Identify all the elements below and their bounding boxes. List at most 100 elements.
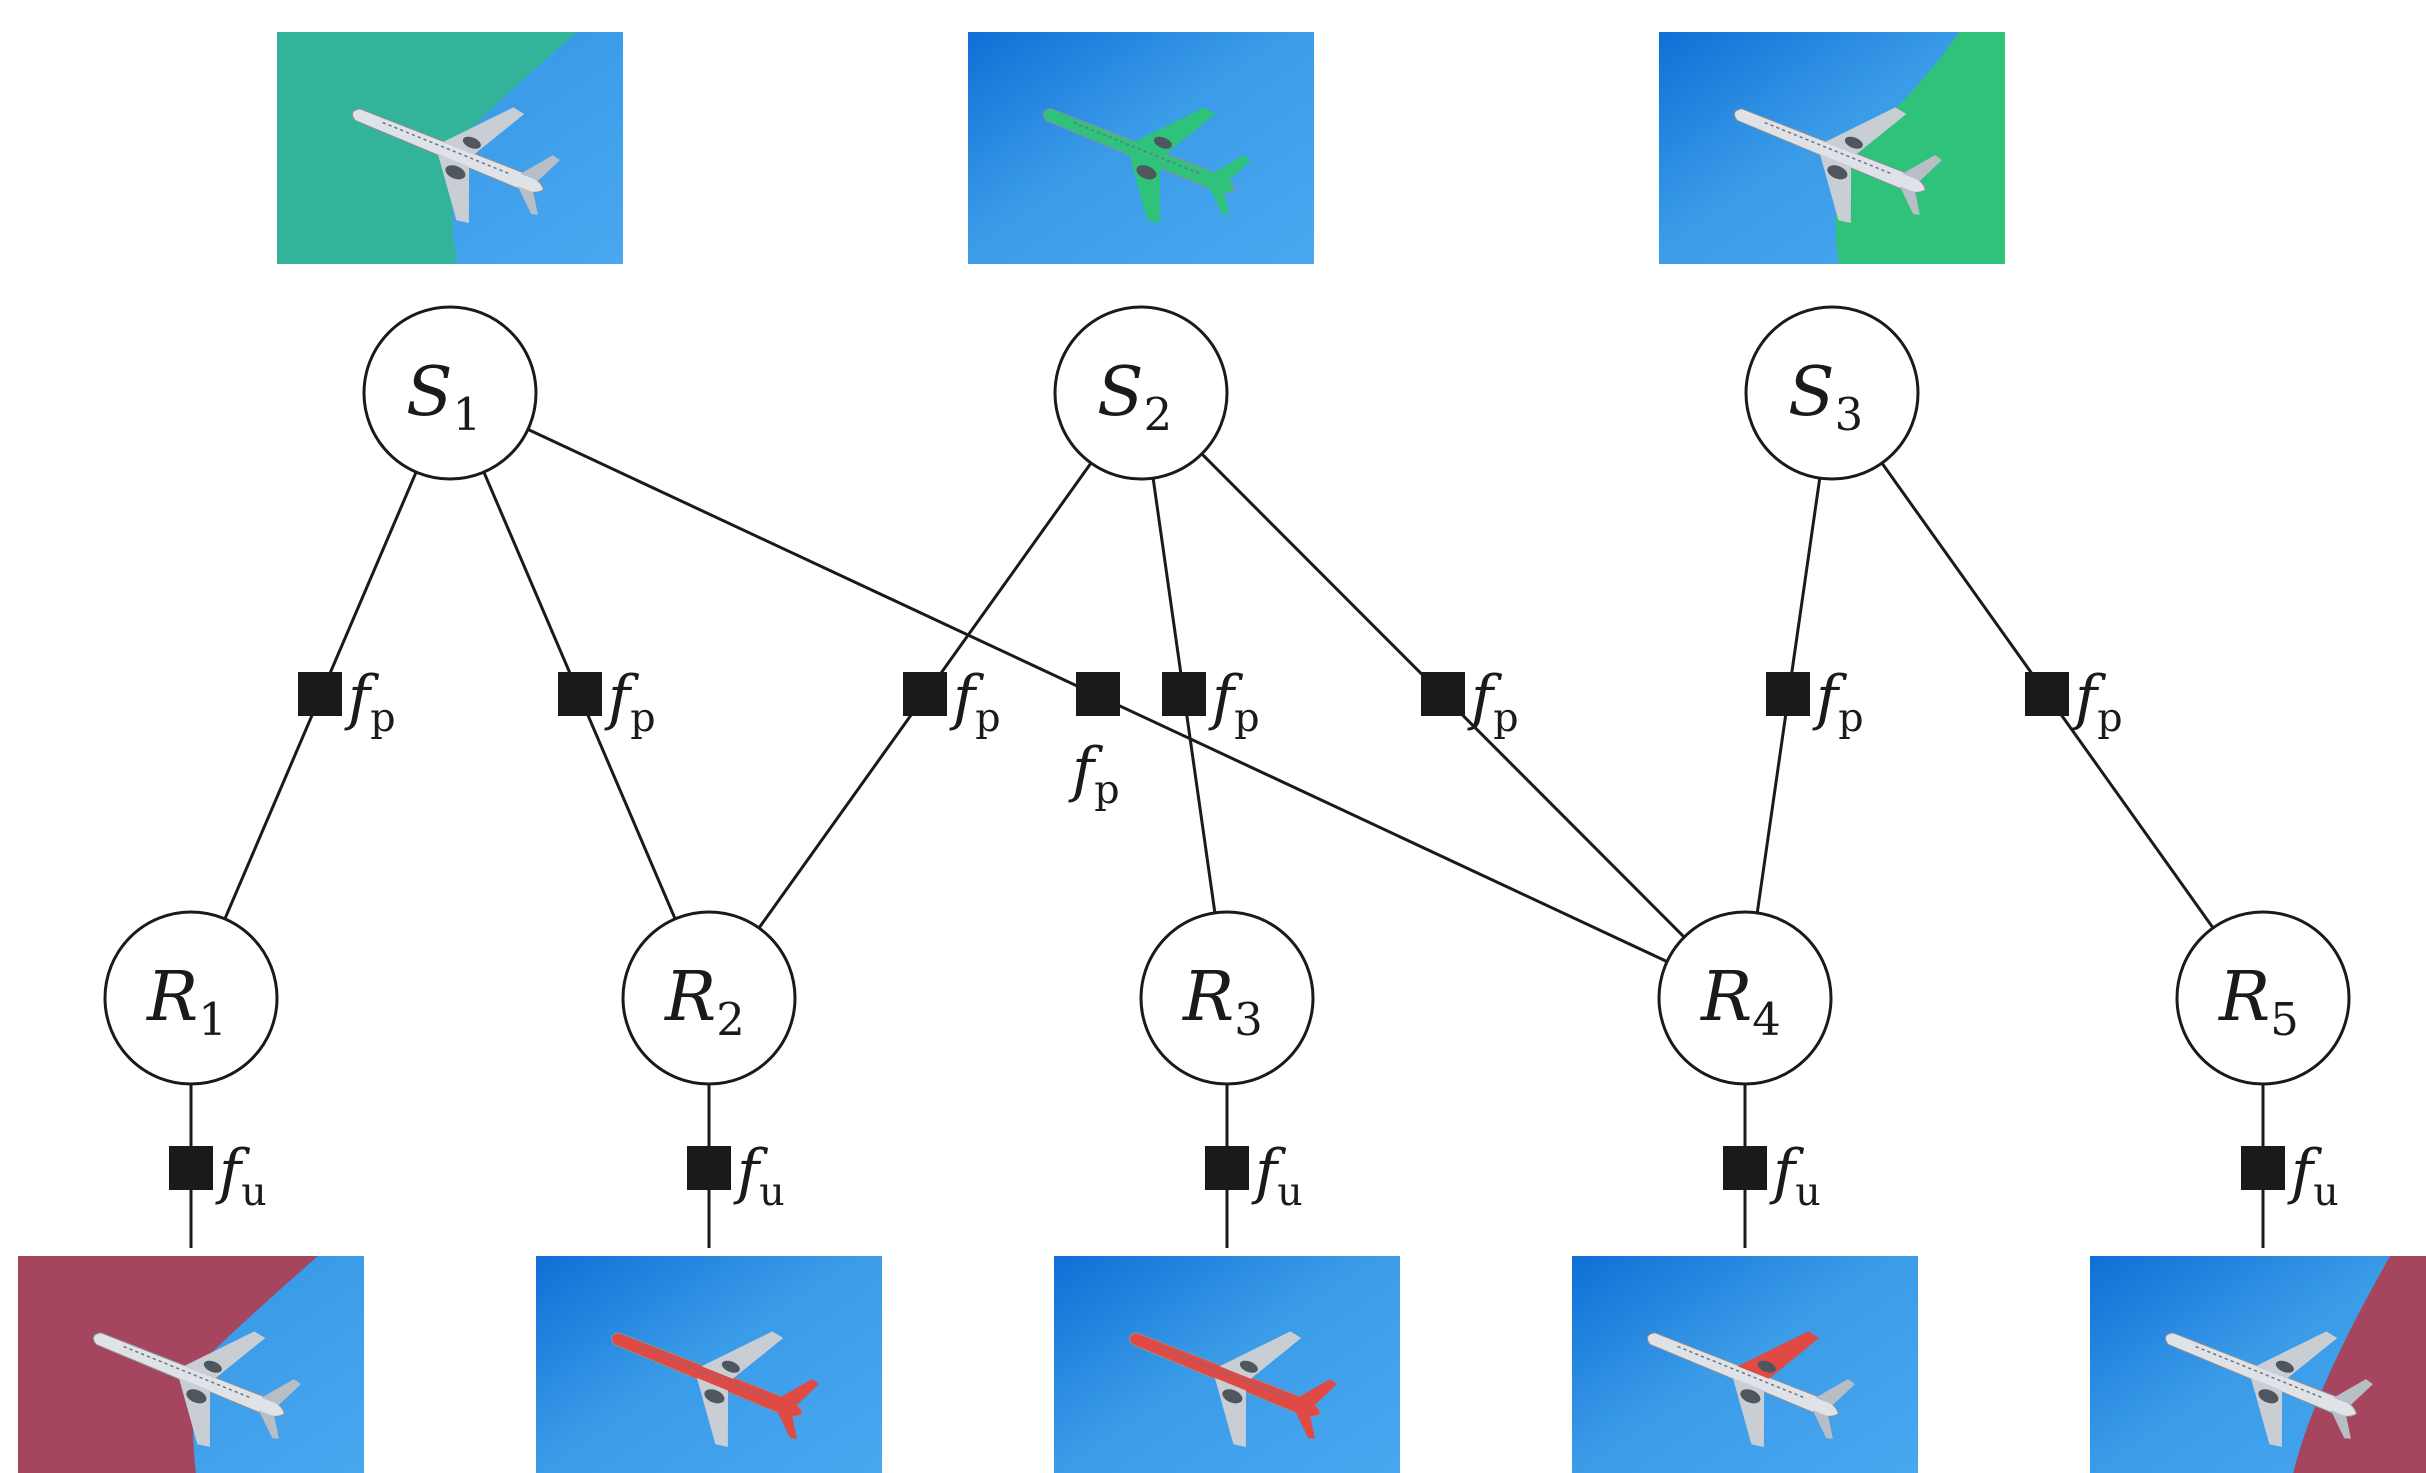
- node-label-r1-letter: R: [145, 958, 198, 1037]
- edge-layer: [189, 428, 2265, 1248]
- factor-label-subscript: p: [630, 695, 655, 741]
- node-r4: R4: [1657, 910, 1833, 1086]
- factor-label: fp: [1812, 663, 1864, 741]
- factor-square: [2025, 672, 2069, 716]
- bottom-image-r3: [1054, 1256, 1400, 1473]
- node-r1: R1: [103, 910, 279, 1086]
- node-circle-r2: [621, 910, 797, 1086]
- factor-label-subscript: p: [370, 695, 395, 741]
- pairwise-factor-s1-r4: fp: [1068, 672, 1120, 813]
- unary-factor-r1: fu: [169, 1137, 267, 1215]
- factor-label-subscript: p: [975, 695, 1000, 741]
- pairwise-factor-s3-r4: fp: [1766, 663, 1864, 741]
- node-circle-r4: [1657, 910, 1833, 1086]
- node-r3: R3: [1139, 910, 1315, 1086]
- factor-label: fu: [215, 1137, 267, 1215]
- node-label-r4-letter: R: [1699, 958, 1752, 1037]
- node-circle-r5: [2175, 910, 2351, 1086]
- factor-label: fp: [1068, 735, 1120, 813]
- pairwise-factor-s1-r2: fp: [558, 663, 656, 741]
- factor-label-subscript: u: [2313, 1169, 2339, 1215]
- factor-square: [1205, 1146, 1249, 1190]
- factor-label-subscript: p: [1094, 767, 1119, 813]
- factor-label-subscript: u: [1795, 1169, 1821, 1215]
- node-label-s2-subscript: 2: [1144, 388, 1173, 441]
- node-circle-s2: [1053, 305, 1229, 481]
- node-label-r1: R1: [145, 958, 227, 1046]
- node-s1: S1: [362, 305, 538, 481]
- node-label-s2: S2: [1097, 353, 1172, 441]
- factor-square: [298, 672, 342, 716]
- factor-label: fp: [949, 663, 1001, 741]
- pairwise-factor-s2-r4: fp: [1421, 663, 1519, 741]
- factor-label-subscript: p: [1838, 695, 1863, 741]
- pairwise-factor-s2-r2: fp: [903, 663, 1001, 741]
- node-label-s2-letter: S: [1097, 353, 1144, 432]
- node-label-r2: R2: [663, 958, 745, 1046]
- factor-square: [903, 672, 947, 716]
- node-r2: R2: [621, 910, 797, 1086]
- node-label-r1-subscript: 1: [198, 993, 227, 1046]
- factor-square: [1076, 672, 1120, 716]
- factor-square: [169, 1146, 213, 1190]
- node-label-s1: S1: [406, 353, 481, 441]
- node-label-s3-letter: S: [1788, 353, 1835, 432]
- node-label-r5: R5: [2217, 958, 2299, 1046]
- node-label-s1-letter: S: [406, 353, 453, 432]
- factor-square: [1421, 672, 1465, 716]
- node-label-r3-letter: R: [1181, 958, 1234, 1037]
- factor-square: [1723, 1146, 1767, 1190]
- factor-label: fp: [1208, 663, 1260, 741]
- factor-label-subscript: p: [2097, 695, 2122, 741]
- node-r5: R5: [2175, 910, 2351, 1086]
- bottom-image-r1: [18, 1256, 364, 1473]
- factor-square: [1766, 672, 1810, 716]
- factor-label: fu: [733, 1137, 785, 1215]
- factor-label: fp: [2071, 663, 2123, 741]
- factor-label-subscript: u: [241, 1169, 267, 1215]
- factor-label: fu: [1769, 1137, 1821, 1215]
- node-label-r5-letter: R: [2217, 958, 2270, 1037]
- factor-label: fp: [1467, 663, 1519, 741]
- factor-label: fp: [604, 663, 656, 741]
- image-layer: [18, 32, 2426, 1473]
- factor-label-subscript: p: [1234, 695, 1259, 741]
- node-circle-r1: [103, 910, 279, 1086]
- node-label-s3-subscript: 3: [1835, 388, 1864, 441]
- node-s3: S3: [1744, 305, 1920, 481]
- pairwise-factor-s1-r1: fp: [298, 663, 396, 741]
- unary-factor-r4: fu: [1723, 1137, 1821, 1215]
- node-circle-s3: [1744, 305, 1920, 481]
- bottom-image-r5: [2090, 1256, 2426, 1473]
- factor-label-subscript: u: [759, 1169, 785, 1215]
- node-label-r2-letter: R: [663, 958, 716, 1037]
- node-circle-r3: [1139, 910, 1315, 1086]
- node-label-r3: R3: [1181, 958, 1263, 1046]
- node-label-r5-subscript: 5: [2270, 993, 2299, 1046]
- factor-label: fu: [1251, 1137, 1303, 1215]
- factor-square: [687, 1146, 731, 1190]
- node-label-r2-subscript: 2: [716, 993, 745, 1046]
- top-image-s1: [277, 32, 623, 264]
- factor-label-subscript: p: [1493, 695, 1518, 741]
- top-image-s3: [1659, 32, 2005, 264]
- unary-factor-r3: fu: [1205, 1137, 1303, 1215]
- node-label-r3-subscript: 3: [1234, 993, 1263, 1046]
- factor-label: fp: [344, 663, 396, 741]
- node-label-r4: R4: [1699, 958, 1781, 1046]
- factor-label-subscript: u: [1277, 1169, 1303, 1215]
- pairwise-factor-s3-r5: fp: [2025, 663, 2123, 741]
- bottom-image-r2: [536, 1256, 882, 1473]
- pairwise-factor-s2-r3: fp: [1162, 663, 1260, 741]
- top-image-s2: [968, 32, 1314, 264]
- factor-label: fu: [2287, 1137, 2339, 1215]
- factor-square: [558, 672, 602, 716]
- node-circle-s1: [362, 305, 538, 481]
- node-label-s1-subscript: 1: [453, 388, 482, 441]
- bottom-image-r4: [1572, 1256, 1918, 1473]
- factor-square: [1162, 672, 1206, 716]
- node-label-s3: S3: [1788, 353, 1863, 441]
- node-label-r4-subscript: 4: [1752, 993, 1781, 1046]
